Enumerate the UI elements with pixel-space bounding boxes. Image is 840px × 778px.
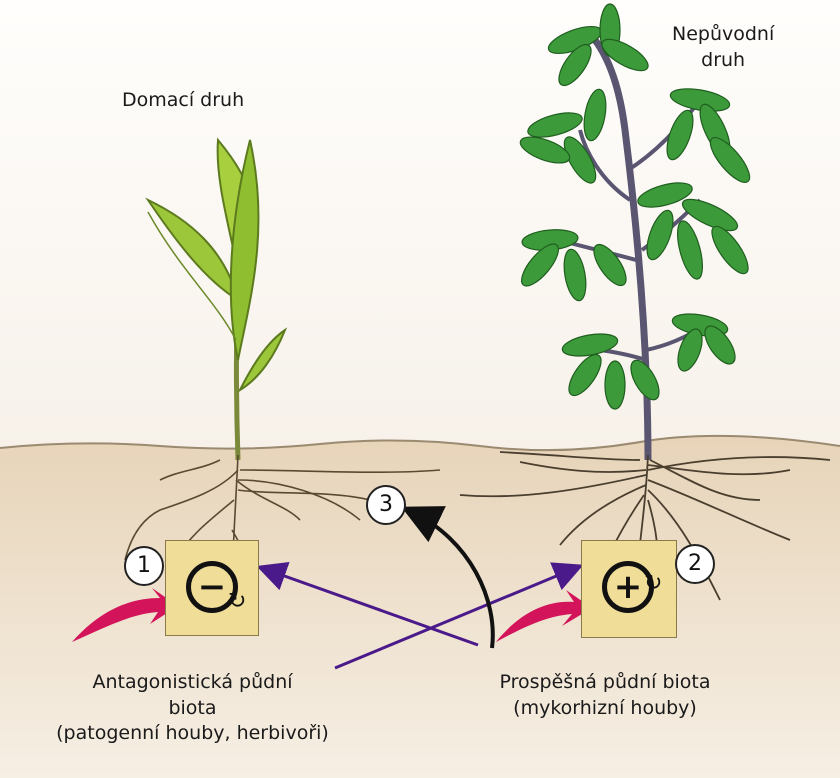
- beneficial-line-1: Prospěšná půdní biota: [500, 671, 711, 693]
- negative-feedback-box: − ↻: [165, 540, 259, 636]
- positive-feedback-box: + ↻: [581, 540, 677, 638]
- nonnative-line-1: Nepůvodní: [672, 23, 774, 45]
- marker-2: 2: [675, 544, 715, 584]
- antagonist-line-3: (patogenní houby, herbivoři): [56, 722, 329, 744]
- nonnative-line-2: druh: [701, 49, 745, 71]
- antagonist-biota-label: Antagonistická půdní biota (patogenní ho…: [0, 670, 385, 747]
- antagonist-line-1: Antagonistická půdní: [92, 671, 292, 693]
- cycle-arrow-icon: ↻: [644, 573, 662, 595]
- positive-sign: +: [607, 566, 649, 608]
- marker-1: 1: [124, 546, 164, 586]
- cycle-arrow-icon: ↻: [228, 591, 246, 613]
- negative-sign: −: [191, 566, 233, 608]
- marker-3: 3: [366, 485, 406, 525]
- beneficial-biota-label: Prospěšná půdní biota (mykorhizní houby): [440, 670, 770, 721]
- antagonist-line-2: biota: [168, 697, 216, 719]
- beneficial-line-2: (mykorhizní houby): [513, 697, 697, 719]
- nonnative-species-label: Nepůvodní druh: [672, 22, 774, 73]
- native-species-label: Domací druh: [122, 88, 244, 114]
